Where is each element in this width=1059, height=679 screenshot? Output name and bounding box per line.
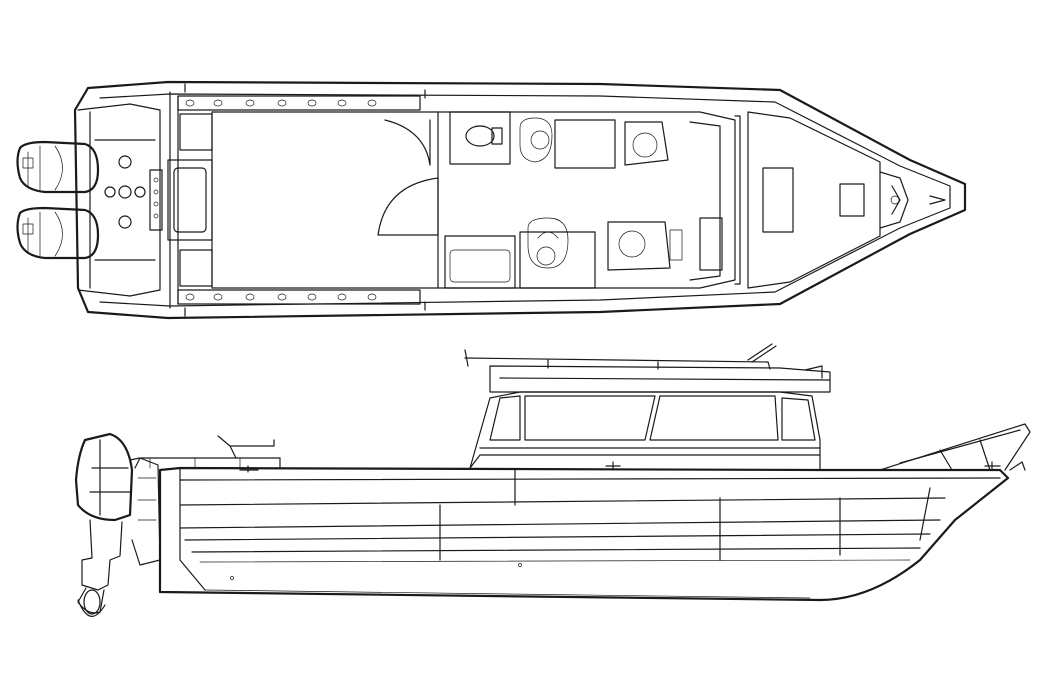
foredeck-hatch-1 (762, 167, 794, 233)
galley-counter (444, 235, 516, 289)
seat-upper-right (624, 121, 669, 166)
seat-lower-left (527, 217, 569, 269)
spray-chine (179, 497, 946, 506)
hull-side (158, 466, 1010, 602)
head-compartment (449, 111, 511, 165)
top-plan-view (16, 80, 967, 320)
outboard-motor-side (74, 432, 134, 617)
outboard-motor-top-upper (16, 140, 100, 194)
transom-bracket (129, 457, 161, 566)
starboard-gunwale (177, 289, 421, 305)
side-profile-view (74, 343, 1031, 617)
cabin-side (469, 391, 821, 471)
hull-outline-top (73, 80, 967, 320)
rod-holder (217, 435, 275, 459)
cabin-window-main (524, 395, 656, 441)
foredeck-hatch-2 (839, 183, 865, 217)
roof-rail (464, 349, 771, 370)
toilet (465, 125, 495, 147)
port-gunwale (177, 95, 421, 111)
cabin-window-aft (489, 395, 521, 441)
antenna (747, 343, 777, 363)
windshield-frame (734, 115, 741, 285)
cabin-window-mid (649, 395, 779, 441)
door-swing-lower (377, 177, 439, 236)
aft-cockpit-deck (211, 111, 439, 289)
bow-rail-side (879, 423, 1031, 471)
seat-lower-right (607, 221, 683, 271)
cockpit-rail (134, 457, 281, 469)
bow-rail (879, 171, 909, 229)
cabin-wall (437, 111, 736, 289)
helm-console (519, 231, 596, 289)
hardtop (489, 365, 831, 393)
transom-box (167, 159, 213, 241)
cabin-window-fwd (781, 397, 816, 441)
stern-platform (77, 103, 161, 297)
door-swing-upper (384, 119, 431, 166)
outboard-motor-top-lower (16, 206, 100, 260)
seat-upper-left (519, 117, 553, 163)
